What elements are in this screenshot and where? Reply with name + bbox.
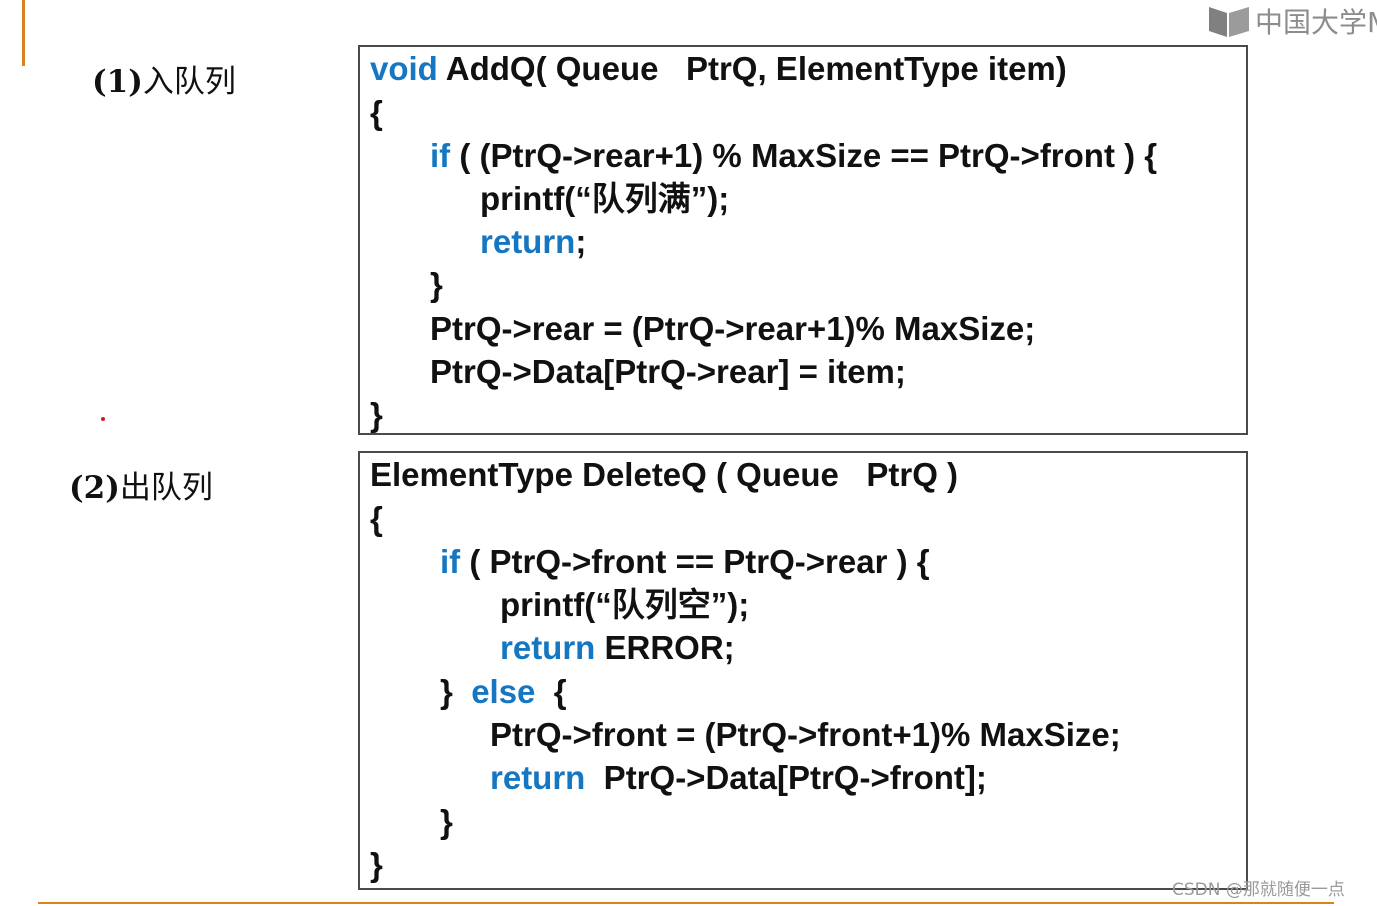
code-keyword: void (370, 50, 438, 87)
csdn-watermark: CSDN @那就随便一点 (1172, 880, 1345, 900)
code-text: ( (PtrQ->rear+1) % MaxSize == PtrQ->fron… (450, 137, 1158, 174)
section-title: 出队列 (119, 470, 213, 506)
code-line: } (370, 395, 383, 435)
code-text: ; (575, 223, 587, 260)
mooc-book-icon (1209, 7, 1249, 37)
code-text: PtrQ->Data[PtrQ->front]; (585, 759, 987, 796)
code-keyword: return (490, 759, 586, 796)
code-block-addq: void AddQ( Queue PtrQ, ElementType item)… (358, 45, 1248, 435)
code-keyword: if (430, 137, 451, 174)
section-title: 入队列 (142, 64, 236, 100)
code-text: AddQ( Queue PtrQ, ElementType item) (437, 50, 1067, 87)
code-line: } (370, 845, 383, 885)
code-line: if ( (PtrQ->rear+1) % MaxSize == PtrQ->f… (430, 136, 1157, 176)
code-line: printf(“队列空”); (500, 585, 749, 625)
code-keyword: return (480, 223, 576, 260)
code-text: } (430, 266, 443, 303)
code-text: ( PtrQ->front == PtrQ->rear ) { (460, 543, 930, 580)
code-text: printf(“队列满”); (480, 180, 730, 217)
code-text: } (440, 803, 453, 840)
code-keyword: if (440, 543, 461, 580)
code-line: printf(“队列满”); (480, 179, 729, 219)
code-text: ElementType DeleteQ ( Queue PtrQ ) (370, 456, 959, 493)
bottom-divider (38, 902, 1334, 904)
bullet-dot (101, 417, 105, 421)
code-line: void AddQ( Queue PtrQ, ElementType item) (370, 49, 1067, 89)
code-line: return ERROR; (500, 628, 735, 668)
code-line: { (370, 93, 383, 133)
section-number: (2) (69, 470, 120, 506)
code-line: } (430, 265, 443, 305)
code-line: if ( PtrQ->front == PtrQ->rear ) { (440, 542, 930, 582)
code-text: ERROR; (595, 629, 735, 666)
code-keyword: return (500, 629, 596, 666)
code-keyword: else (471, 673, 536, 710)
code-text: } (370, 396, 383, 433)
code-text: } (370, 846, 383, 883)
code-text: { (535, 673, 567, 710)
section-label-dequeue: (2)出队列 (69, 462, 213, 507)
university-logo: 中国大学M (1207, 3, 1377, 39)
code-text: PtrQ->rear = (PtrQ->rear+1)% MaxSize; (430, 310, 1036, 347)
code-text: } (440, 673, 472, 710)
left-accent-bar (22, 0, 25, 66)
code-block-deleteq: ElementType DeleteQ ( Queue PtrQ ) { if ( … (358, 451, 1248, 890)
code-line: ElementType DeleteQ ( Queue PtrQ ) (370, 455, 958, 495)
section-number: (1) (92, 64, 143, 100)
code-text: printf(“队列空”); (500, 586, 750, 623)
code-line: } (440, 802, 453, 842)
code-line: PtrQ->front = (PtrQ->front+1)% MaxSize; (490, 715, 1121, 755)
logo-text: 中国大学M (1255, 6, 1377, 39)
code-text: { (370, 500, 383, 537)
code-line: return; (480, 222, 586, 262)
code-text: PtrQ->front = (PtrQ->front+1)% MaxSize; (490, 716, 1121, 753)
section-label-enqueue: (1)入队列 (92, 56, 236, 101)
code-line: PtrQ->Data[PtrQ->rear] = item; (430, 352, 906, 392)
code-line: } else { (440, 672, 567, 712)
code-line: PtrQ->rear = (PtrQ->rear+1)% MaxSize; (430, 309, 1035, 349)
code-text: { (370, 94, 383, 131)
code-line: return PtrQ->Data[PtrQ->front]; (490, 758, 987, 798)
code-text: PtrQ->Data[PtrQ->rear] = item; (430, 353, 906, 390)
code-line: { (370, 499, 383, 539)
